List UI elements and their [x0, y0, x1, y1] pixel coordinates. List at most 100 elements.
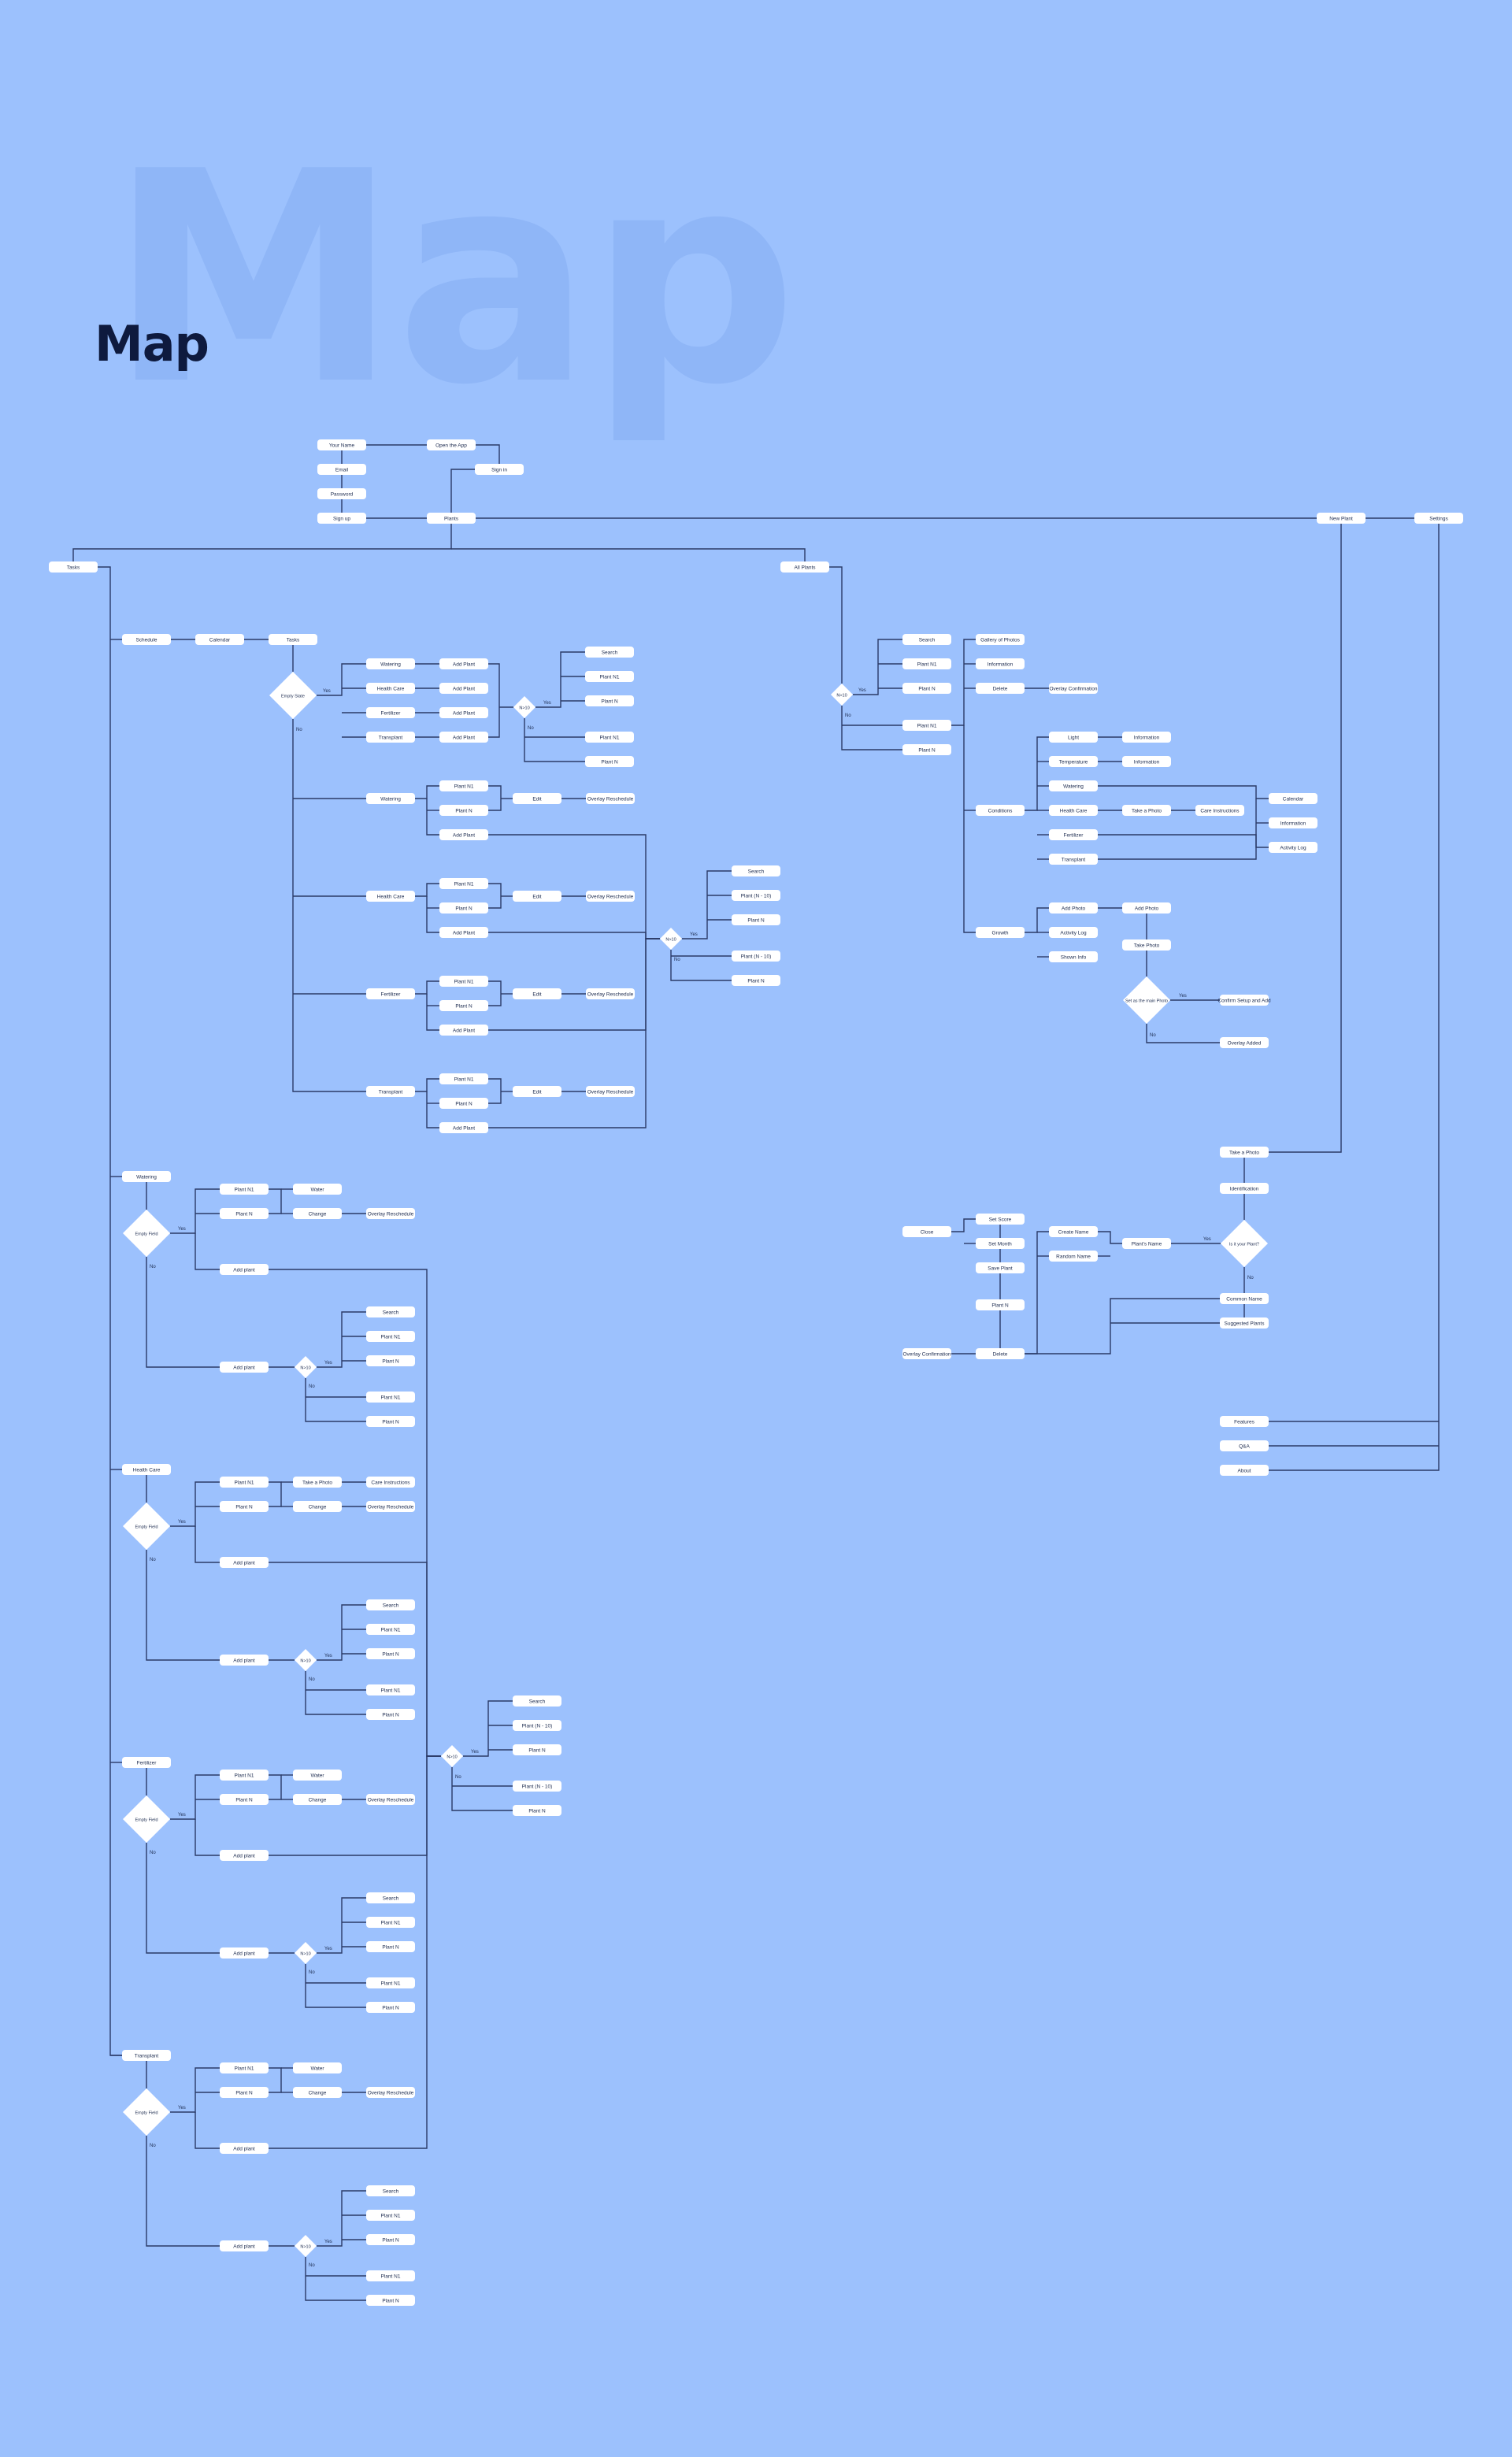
node-label: Information — [1134, 736, 1160, 741]
flow-node-mid-q3: Plant (N - 10) — [513, 1781, 561, 1792]
flow-node-np-delete: Delete — [976, 1348, 1025, 1359]
node-label: Transplant — [379, 1090, 403, 1095]
node-shape — [123, 1796, 170, 1843]
flow-node-f-p1: Plant N1 — [439, 976, 488, 987]
node-label: Water — [310, 2066, 324, 2072]
node-shape — [439, 976, 488, 987]
flow-node-c-info: Information — [1269, 817, 1317, 828]
node-shape — [439, 1098, 488, 1109]
node-label: Plant N1 — [600, 675, 620, 680]
connector — [1025, 1231, 1049, 1354]
node-label: Add plant — [233, 1658, 255, 1664]
node-label: Tasks — [67, 565, 80, 571]
node-label: Search — [383, 1896, 399, 1902]
flow-node-tf-q1: Plant N1 — [366, 1917, 415, 1928]
node-shape — [1123, 976, 1170, 1024]
node-shape — [1122, 805, 1171, 816]
connector — [415, 1078, 439, 1092]
node-shape — [1269, 842, 1317, 853]
node-shape — [220, 1557, 269, 1568]
flow-node-th-p2: Plant N — [220, 1501, 269, 1512]
node-shape — [366, 707, 415, 718]
node-label: Open the App — [435, 443, 467, 449]
flow-node-th-q4: Plant N — [366, 1709, 415, 1720]
flow-node-tw-p1: Plant N1 — [220, 1184, 269, 1195]
flow-node-d2-p2: Plant N — [732, 914, 780, 925]
flow-node-d1-p3: Plant N1 — [585, 732, 634, 743]
node-shape — [1049, 1251, 1098, 1262]
connector — [476, 444, 500, 464]
node-label: Create Name — [1058, 1230, 1089, 1236]
node-label: Tasks — [287, 638, 300, 643]
node-shape — [366, 2185, 415, 2196]
node-label: Plant N — [235, 1505, 253, 1510]
flow-node-th-p1: Plant N1 — [220, 1477, 269, 1488]
node-label: Overlay Confirmation — [902, 1352, 951, 1358]
node-shape — [366, 2234, 415, 2245]
node-shape — [427, 439, 476, 450]
node-label: Add Plant — [453, 662, 475, 668]
flow-node-np-ident: Identification — [1220, 1183, 1269, 1194]
node-shape — [585, 756, 634, 767]
node-shape — [317, 488, 366, 499]
node-label: Plant N — [918, 687, 936, 692]
flow-node-tf-add: Add plant — [220, 1850, 269, 1861]
node-label: Add Plant — [453, 711, 475, 717]
node-shape — [513, 988, 561, 999]
flow-node-th-add: Add plant — [220, 1557, 269, 1568]
node-label: Health Care — [377, 895, 405, 900]
node-shape — [1049, 829, 1098, 840]
node-shape — [1195, 805, 1244, 816]
node-label: Features — [1234, 1420, 1254, 1425]
node-label: Edit — [532, 895, 541, 900]
flow-node-signup: Sign up — [317, 513, 366, 524]
flow-node-t-resched: Overlay Reschedule — [586, 1086, 635, 1097]
node-shape — [439, 1000, 488, 1011]
node-shape — [902, 1348, 951, 1359]
connector — [488, 980, 502, 1006]
node-shape — [366, 1624, 415, 1635]
flow-node-np-save: Save Plant — [976, 1262, 1025, 1273]
flow-node-g-added: Overlay Added — [1220, 1037, 1269, 1048]
node-label: Information — [1134, 760, 1160, 765]
node-shape — [439, 878, 488, 889]
flow-node-g-addphoto2: Add Photo — [1122, 902, 1171, 914]
node-shape — [195, 634, 244, 645]
node-label: Add plant — [233, 1268, 255, 1273]
node-shape — [293, 2062, 342, 2073]
connector — [317, 663, 366, 696]
branch-label-no: No — [309, 2263, 315, 2268]
node-shape — [513, 891, 561, 902]
node-shape — [1049, 927, 1098, 938]
connector — [170, 1774, 220, 1820]
node-label: Calendar — [1283, 797, 1304, 802]
node-label: Plant N — [382, 2006, 399, 2011]
node-shape — [366, 1501, 415, 1512]
flow-node-e-add3: Add Plant — [439, 707, 488, 718]
flow-node-e-water: Watering — [366, 658, 415, 669]
flow-node-emptystate: Empty State — [269, 672, 317, 719]
flow-node-np-suggest: Suggested Plants — [1220, 1317, 1269, 1329]
connector — [451, 548, 806, 561]
node-label: Plant N1 — [381, 2274, 401, 2280]
node-shape — [122, 1757, 171, 1768]
connector — [72, 524, 452, 561]
flow-node-w-add: Add Plant — [439, 829, 488, 840]
flow-node-th: Health Care — [122, 1464, 171, 1475]
node-label: Empty Field — [135, 1818, 158, 1823]
node-label: Plant N — [455, 1004, 472, 1010]
node-shape — [976, 1238, 1025, 1249]
flow-node-tt-res: Overlay Reschedule — [366, 2087, 415, 2098]
node-shape — [122, 634, 171, 645]
node-shape — [902, 744, 951, 755]
flow-node-th-empty: Empty Field — [123, 1503, 170, 1550]
node-label: Overlay Reschedule — [368, 1505, 414, 1510]
node-shape — [1049, 683, 1098, 694]
flow-node-c-light: Light — [1049, 732, 1098, 743]
node-shape — [439, 805, 488, 816]
connector — [488, 932, 660, 939]
node-label: Change — [309, 1505, 327, 1510]
node-label: Take a Photo — [1132, 809, 1162, 814]
connector — [317, 2190, 366, 2247]
flow-node-newplant: New Plant — [1317, 513, 1366, 524]
